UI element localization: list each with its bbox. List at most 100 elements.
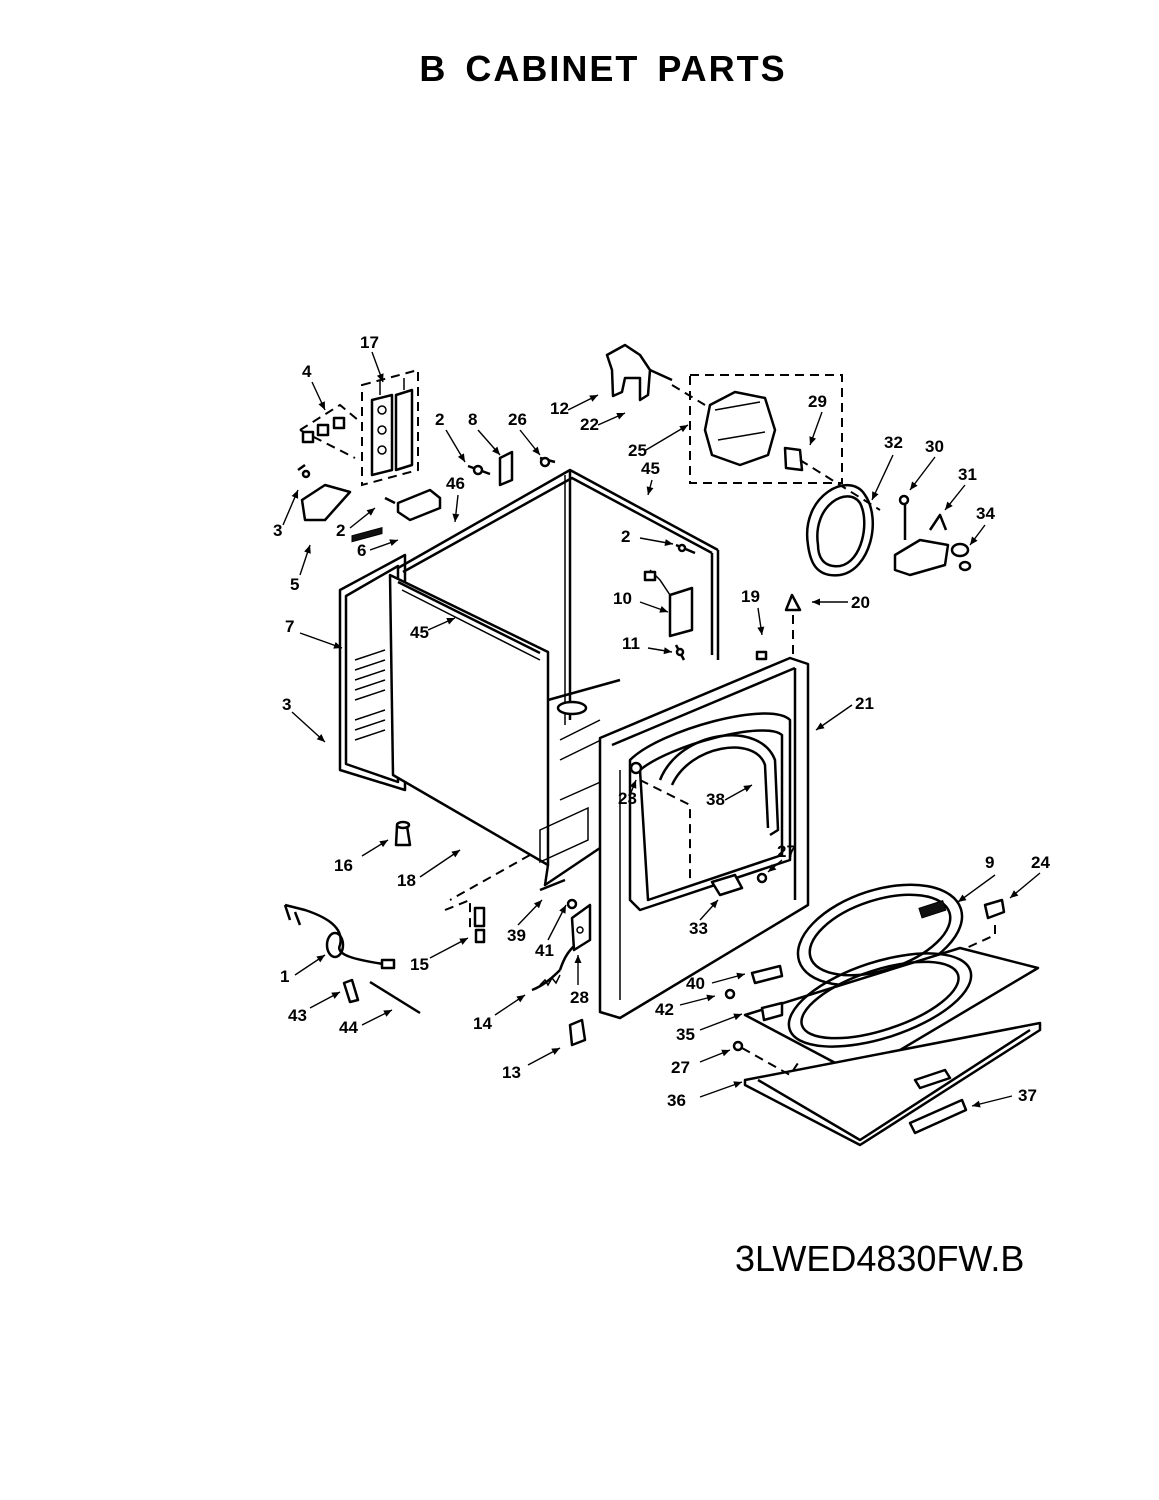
leader-arrowhead — [733, 1081, 742, 1088]
leader-arrowhead — [459, 938, 468, 945]
leader-arrowhead — [812, 598, 820, 606]
leader-arrowhead — [532, 446, 540, 455]
callout-33: 33 — [689, 919, 708, 938]
callout-2: 2 — [621, 527, 630, 546]
leader-arrowhead — [451, 850, 460, 858]
leader-arrowhead — [757, 626, 765, 635]
leader-arrowhead — [574, 955, 582, 963]
part-17-terminal-block — [361, 368, 419, 487]
part-28-hinge — [570, 903, 592, 952]
callout-36: 36 — [667, 1091, 686, 1110]
callout-9: 9 — [985, 853, 994, 872]
callout-3: 3 — [273, 521, 282, 540]
part-27-door-screw — [732, 1040, 801, 1077]
part-34-idler-pulley — [950, 542, 972, 572]
callout-5: 5 — [290, 575, 299, 594]
callout-3: 3 — [282, 695, 291, 714]
callout-39: 39 — [507, 926, 526, 945]
callout-41: 41 — [535, 941, 554, 960]
leader-arrowhead — [304, 545, 311, 554]
part-2-screw-right — [675, 543, 696, 555]
callout-20: 20 — [851, 593, 870, 612]
callout-22: 22 — [580, 415, 599, 434]
leader-arrowhead — [910, 481, 918, 490]
callout-4: 4 — [302, 362, 312, 381]
callout-34: 34 — [976, 504, 995, 523]
leader-arrowhead — [809, 436, 817, 445]
leader-arrowhead — [366, 508, 375, 516]
part-23-lamp — [629, 761, 691, 880]
part-40-hinge-plate — [750, 964, 784, 1022]
callout-43: 43 — [288, 1006, 307, 1025]
leader-arrowhead — [679, 425, 688, 433]
leader-arrowhead — [629, 780, 637, 789]
callout-18: 18 — [397, 871, 416, 890]
cabinet-top-frame — [397, 468, 720, 725]
callout-25: 25 — [628, 441, 647, 460]
callout-31: 31 — [958, 465, 977, 484]
callout-30: 30 — [925, 437, 944, 456]
callout-24: 24 — [1031, 853, 1050, 872]
leader-arrowhead — [768, 864, 777, 872]
callout-46: 46 — [446, 474, 465, 493]
part-16-leveling-leg — [394, 820, 412, 847]
part-31-idler-bracket — [893, 505, 950, 577]
leader-arrowhead — [721, 1049, 730, 1057]
callout-16: 16 — [334, 856, 353, 875]
leader-arrowhead — [291, 490, 299, 499]
leader-arrowhead — [492, 446, 500, 455]
part-21-front-panel — [598, 656, 810, 1020]
callout-12: 12 — [550, 399, 569, 418]
leader-arrowhead — [533, 900, 542, 909]
leader-arrowhead — [616, 413, 625, 420]
callout-7: 7 — [285, 617, 294, 636]
leader-arrowhead — [816, 722, 825, 730]
part-18-side-panel — [388, 573, 550, 867]
callout-17: 17 — [360, 333, 379, 352]
leader-arrowhead — [446, 618, 455, 625]
callout-1: 1 — [280, 967, 289, 986]
part-9-door-seal — [796, 883, 964, 987]
callout-38: 38 — [706, 790, 725, 809]
callout-21: 21 — [855, 694, 874, 713]
leader-arrowhead — [333, 642, 342, 649]
part-7-rear-panel — [338, 527, 407, 792]
callout-26: 26 — [508, 410, 527, 429]
leader-arrowhead — [318, 401, 325, 410]
cabinet-base-interior — [539, 678, 621, 887]
part-33-door-latch — [710, 872, 768, 897]
callout-leaders — [282, 351, 1041, 1108]
leader-arrowhead — [457, 453, 465, 462]
leader-arrowhead — [316, 734, 325, 742]
callout-23: 23 — [618, 789, 637, 808]
leader-arrowhead — [379, 840, 388, 848]
leader-arrowhead — [316, 955, 325, 963]
leader-arrowhead — [559, 905, 566, 914]
callout-13: 13 — [502, 1063, 521, 1082]
leader-line — [645, 424, 689, 451]
leader-arrowhead — [331, 992, 340, 999]
part-13-catch — [568, 1018, 587, 1047]
leader-line — [871, 454, 894, 501]
leader-arrowhead — [389, 539, 398, 546]
part-11-screw — [674, 644, 686, 661]
part-8-clip — [498, 450, 514, 487]
leader-arrowhead — [736, 972, 745, 980]
callout-10: 10 — [613, 589, 632, 608]
leader-arrowhead — [376, 373, 384, 382]
part-1-power-cord — [283, 903, 396, 970]
callout-40: 40 — [686, 974, 705, 993]
part-38-door-seal — [658, 734, 780, 837]
part-15-bracket — [444, 854, 531, 944]
part-41-screw — [566, 898, 578, 910]
callout-29: 29 — [808, 392, 827, 411]
leader-arrowhead — [551, 1048, 560, 1055]
callout-45: 45 — [641, 459, 660, 478]
leader-arrowhead — [972, 1100, 981, 1108]
part-39-strip — [539, 878, 566, 892]
leader-arrowhead — [646, 486, 654, 495]
part-32-drive-belt — [805, 483, 874, 577]
leader-arrowhead — [1010, 890, 1019, 898]
callout-27: 27 — [777, 842, 796, 861]
